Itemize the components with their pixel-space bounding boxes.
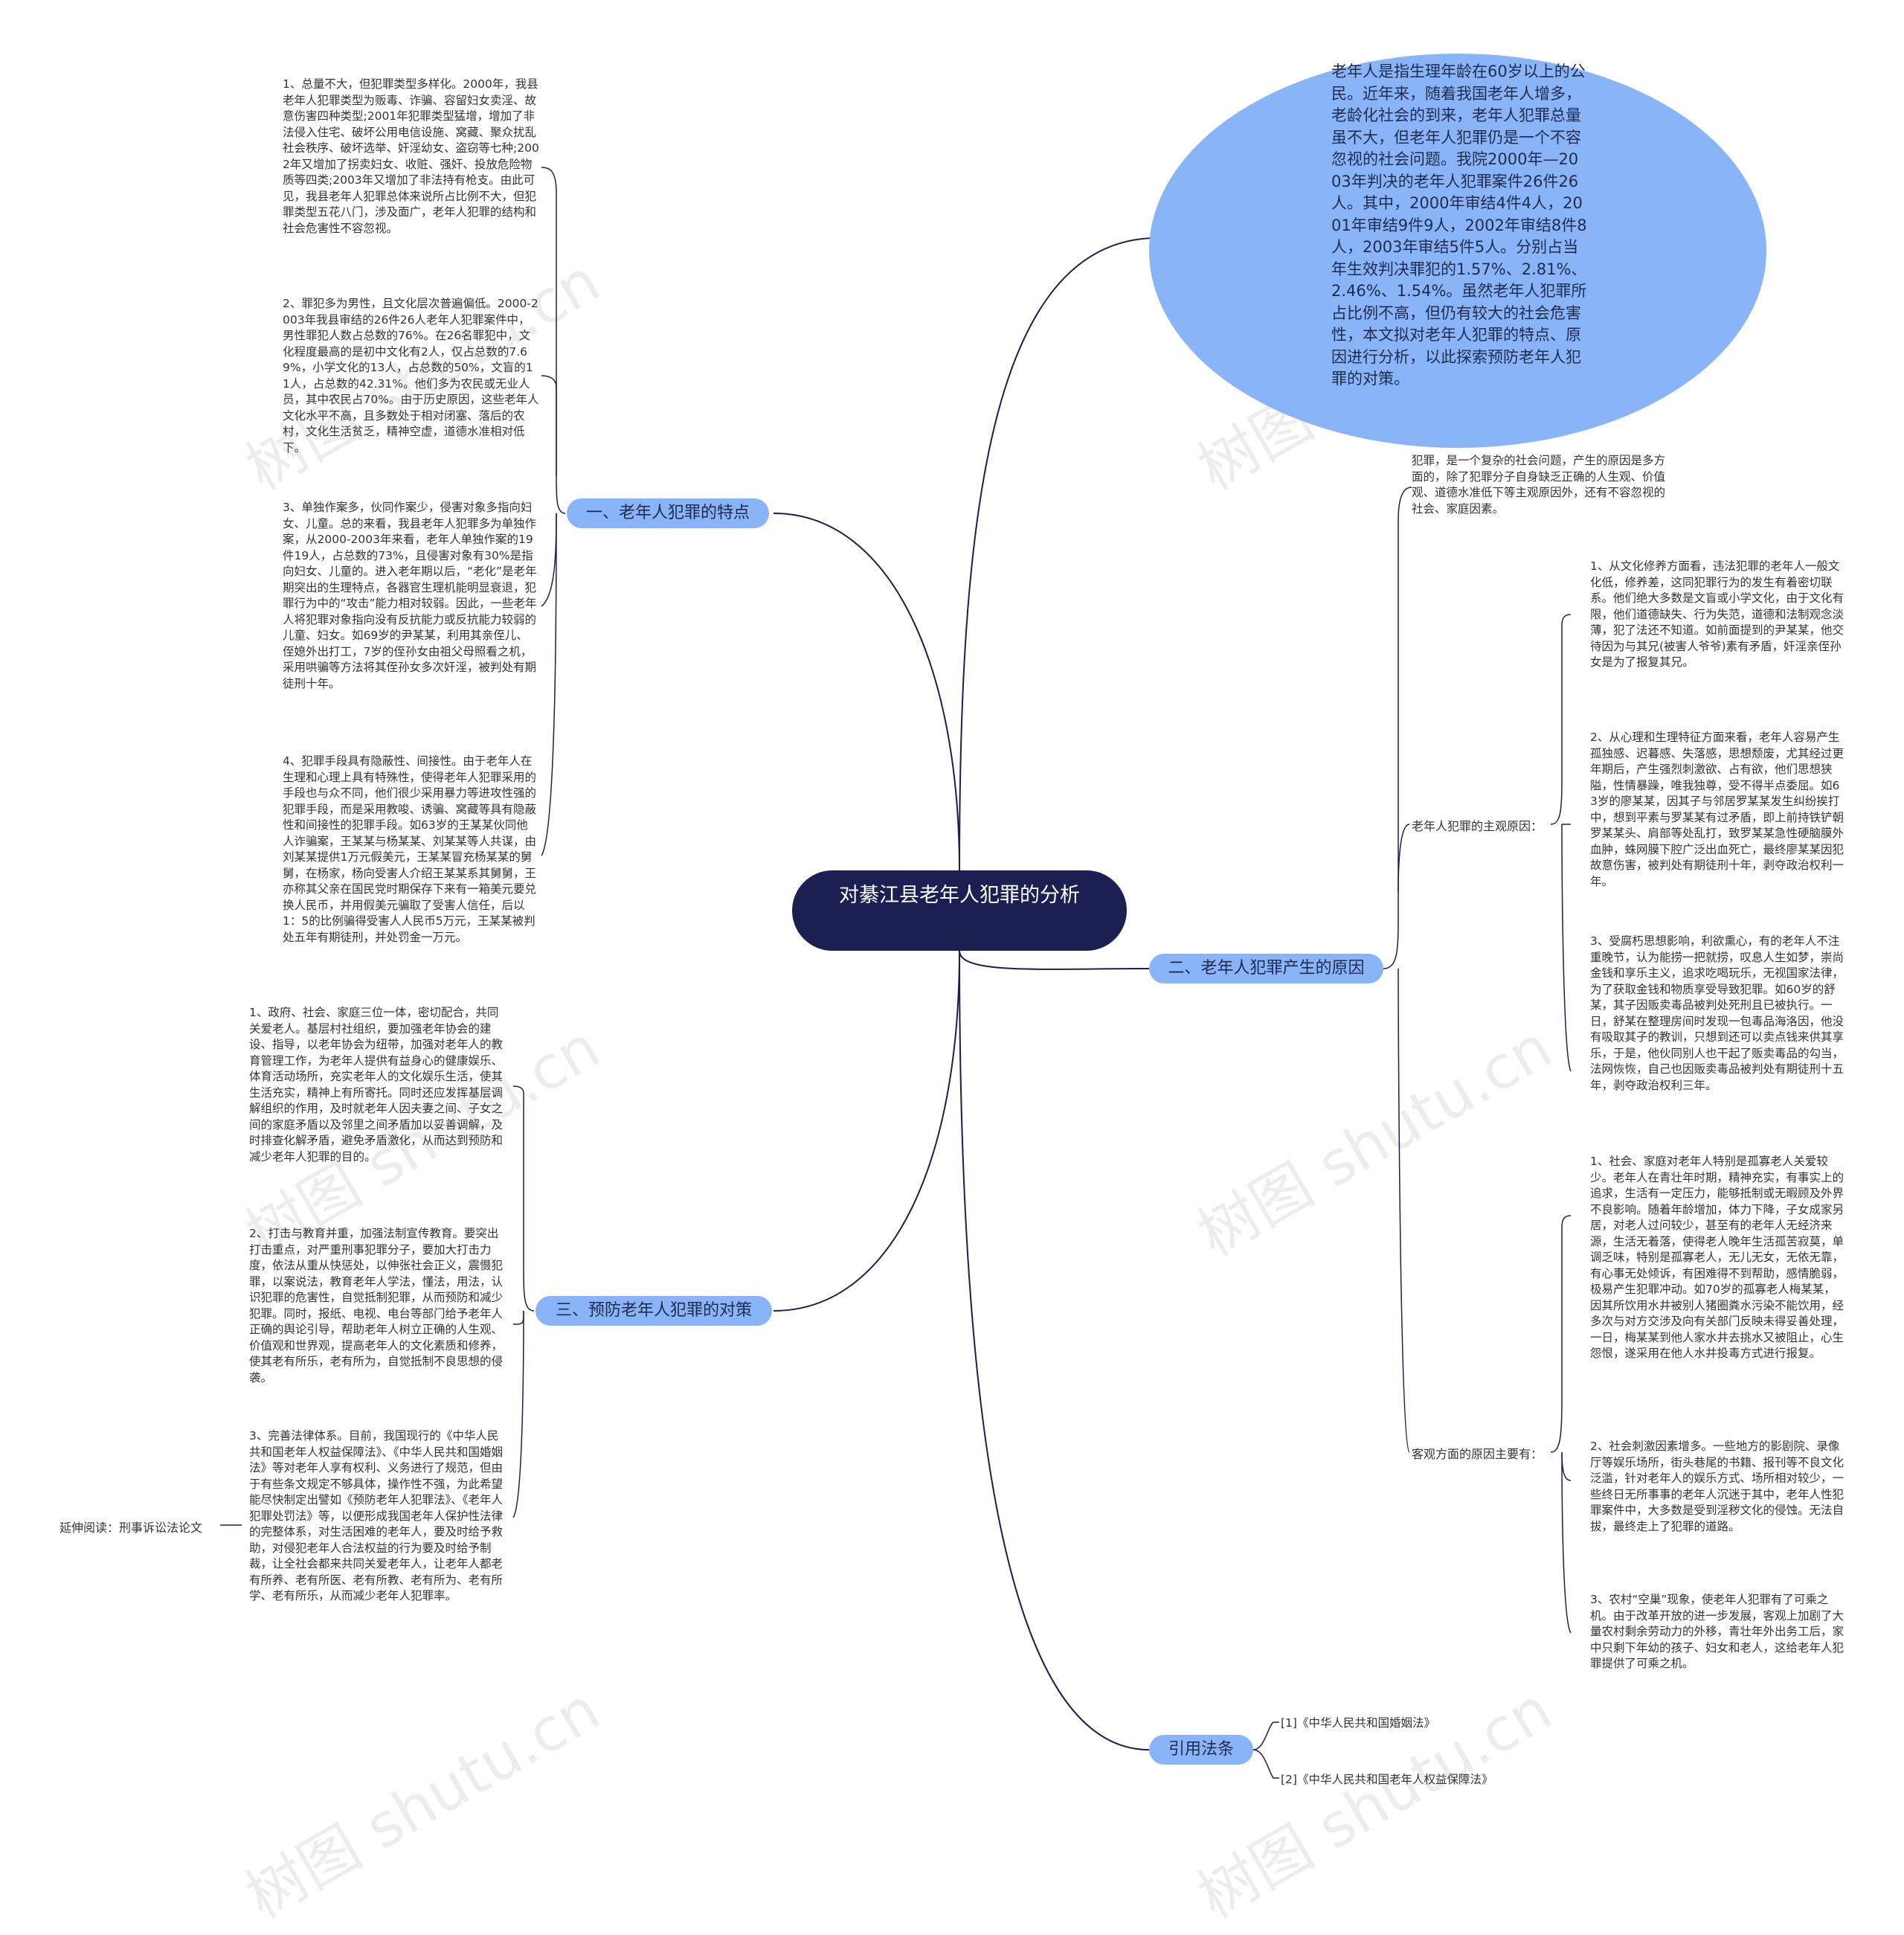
edge-obj-3: [1561, 1451, 1572, 1634]
branch-causes[interactable]: 二、老年人犯罪产生的原因: [1149, 954, 1383, 983]
edge-subj-1: [1550, 614, 1572, 825]
root-node[interactable]: 对綦江县老年人犯罪的分析: [792, 870, 1127, 951]
edge-b1-item3: [541, 513, 557, 607]
branch3-item-1: 1、政府、社会、家庭三位一体，密切配合，共同关爱老人。基层村社组织，要加强老年协…: [249, 1006, 504, 1164]
branch1-item-3: 3、单独作案多，伙同作案少，侵害对象多指向妇女、儿童。总的来看，我县老年人犯罪多…: [283, 501, 537, 690]
edge-b3-item3: [512, 1310, 524, 1518]
edge-obj-2: [1561, 1451, 1572, 1481]
objective-item-1: 1、社会、家庭对老年人特别是孤寡老人关爱较少。老年人在青壮年时期，精神充实，有事…: [1590, 1155, 1844, 1360]
subjective-item-1: 1、从文化修养方面看，违法犯罪的老年人一般文化低，修养差，这同犯罪行为的发生有着…: [1590, 559, 1844, 669]
edge-subj-3: [1561, 824, 1572, 1072]
citation-1[interactable]: [1]《中华人民共和国婚姻法》: [1281, 1716, 1435, 1730]
edge-root-b4: [959, 950, 1150, 1751]
branch-citations[interactable]: 引用法条: [1149, 1735, 1253, 1765]
branch1-item-1: 1、总量不大，但犯罪类型多样化。2000年，我县老年人犯罪类型为贩毒、诈骗、容留…: [283, 77, 539, 235]
edge-b1-bus: [541, 167, 566, 514]
edge-layer: [220, 167, 1572, 1779]
edge-b2-subj: [1398, 824, 1410, 893]
branch3-item-2: 2、打击与教育并重，加强法制宣传教育。要突出打击重点，对严重刑事犯罪分子，要加大…: [249, 1227, 504, 1384]
branch-countermeasures[interactable]: 三、预防老年人犯罪的对策: [536, 1296, 772, 1326]
edge-root-intro: [959, 237, 1152, 871]
branch3-item-3: 3、完善法律体系。目前，我国现行的《中华人民共和国老年人权益保障法》、《中华人民…: [249, 1429, 504, 1602]
objective-item-3: 3、农村“空巢”现象，使老年人犯罪有了可乘之机。由于改革开放的进一步发展，客观上…: [1590, 1593, 1844, 1670]
edge-b3-item1: [512, 1085, 535, 1312]
edge-b4-2: [1252, 1749, 1279, 1779]
edge-root-b2: [959, 950, 1150, 970]
intro-text: 老年人是指生理年龄在60岁以上的公民。近年来，随着我国老年人增多，老龄化社会的到…: [1331, 62, 1587, 388]
edge-b1-item4: [541, 513, 557, 856]
subjective-item-3: 3、受腐朽思想影响，利欲熏心，有的老年人不注重晚节，认为能捞一把就捞，叹息人生如…: [1590, 934, 1844, 1092]
edge-b2-obj: [1398, 968, 1410, 1453]
branch2-lead: 犯罪，是一个复杂的社会问题，产生的原因是多方面的，除了犯罪分子自身缺乏正确的人生…: [1412, 454, 1666, 516]
edge-root-b3: [773, 950, 960, 1312]
subjective-item-2: 2、从心理和生理特征方面来看，老年人容易产生孤独感、迟暮感、失落感，思想颓废，尤…: [1590, 731, 1844, 888]
branch1-item-2: 2、罪犯多为男性，且文化层次普遍偏低。2000-2003年我县审结的26件26人…: [283, 297, 539, 455]
edge-b3-item2: [512, 1310, 524, 1325]
objective-causes-label: 客观方面的原因主要有：: [1412, 1447, 1543, 1461]
citation-2[interactable]: [2]《中华人民共和国老年人权益保障法》: [1281, 1773, 1493, 1786]
branch1-item-4: 4、犯罪手段具有隐蔽性、间接性。由于老年人在生理和心理上具有特殊性，使得老年人犯…: [283, 754, 537, 944]
intro-bubble[interactable]: [1149, 54, 1766, 448]
edge-b4-1: [1252, 1721, 1279, 1751]
edge-root-b1: [773, 513, 960, 871]
objective-item-2: 2、社会刺激因素增多。一些地方的影剧院、录像厅等娱乐场所，街头巷尾的书籍、报刊等…: [1590, 1440, 1844, 1533]
branch-characteristics[interactable]: 一、老年人犯罪的特点: [567, 498, 769, 528]
further-reading-link[interactable]: 延伸阅读：刑事诉讼法论文: [60, 1521, 203, 1535]
edge-b2-lead: [1383, 487, 1412, 969]
subjective-causes-label: 老年人犯罪的主观原因：: [1412, 819, 1543, 833]
edge-obj-1: [1550, 1215, 1572, 1453]
edge-b1-item2: [541, 375, 557, 476]
